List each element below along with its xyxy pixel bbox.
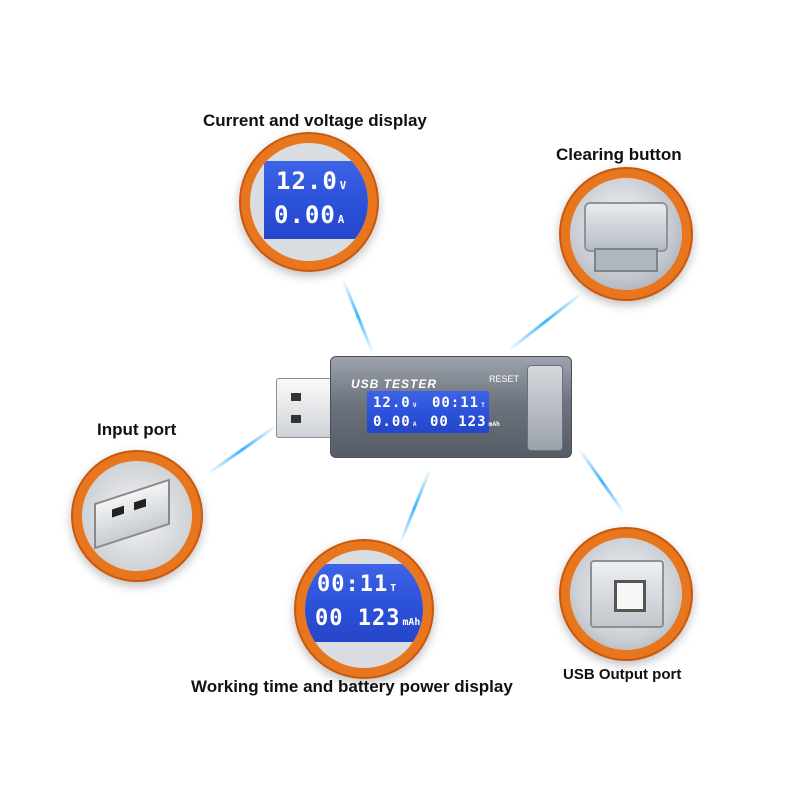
label-clearing-button: Clearing button <box>556 145 682 164</box>
callout-input-port <box>82 461 192 571</box>
main-current-unit: A <box>412 421 417 428</box>
reset-button-closeup <box>584 202 668 252</box>
usb-input-plug <box>276 378 334 438</box>
voltage-unit: V <box>339 179 347 192</box>
main-current: 0.00 <box>373 414 411 430</box>
main-capacity: 00 123 <box>429 414 487 430</box>
label-current-voltage: Current and voltage display <box>203 111 427 130</box>
time-value: 00:11 <box>317 572 389 597</box>
current-unit: A <box>337 213 345 226</box>
label-usb-output-port: USB Output port <box>563 666 682 683</box>
main-capacity-unit: mAh <box>488 421 500 428</box>
callout-output-port <box>570 538 682 650</box>
beam-output <box>577 447 627 516</box>
current-value: 0.00 <box>274 201 336 229</box>
main-time: 00:11 <box>431 395 480 411</box>
time-unit: T <box>390 583 397 594</box>
reset-button-cap <box>594 248 658 272</box>
beam-current-voltage <box>341 278 375 355</box>
capacity-unit: mAh <box>402 617 421 628</box>
main-voltage-unit: V <box>412 402 417 409</box>
label-working-time: Working time and battery power display <box>191 677 513 696</box>
beam-input <box>206 423 279 476</box>
callout-clearing-button <box>570 178 682 290</box>
beam-working-time <box>398 468 432 545</box>
main-voltage: 12.0 <box>373 395 411 411</box>
usb-plug-closeup <box>94 478 170 550</box>
usb-socket-closeup <box>590 560 664 628</box>
main-time-unit: T <box>481 402 485 409</box>
label-input-port: Input port <box>97 420 177 439</box>
beam-clearing <box>507 291 584 352</box>
reset-label: RESET <box>489 374 520 384</box>
voltage-value: 12.0 <box>276 167 338 195</box>
capacity-value: 00 123 <box>315 606 401 631</box>
reset-button[interactable] <box>527 365 563 451</box>
brand-label: USB TESTER <box>351 377 438 391</box>
